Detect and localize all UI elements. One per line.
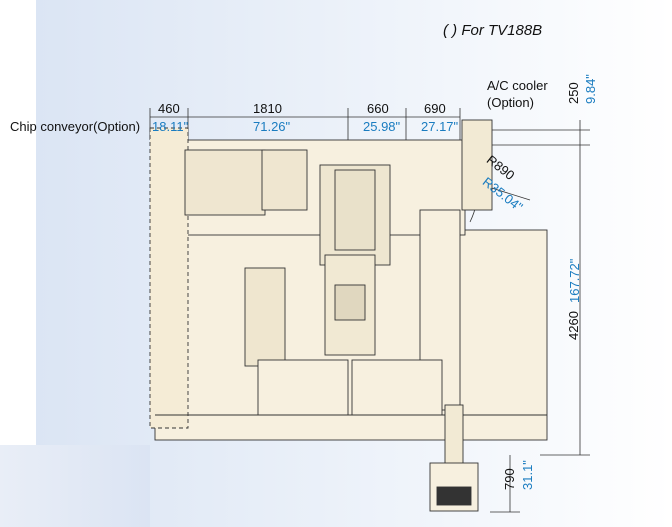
ac-cooler — [461, 119, 493, 211]
model-note: ( ) For TV188B — [443, 22, 543, 39]
dim-w3-mm: 660 — [367, 101, 389, 116]
dim-depth-in: 167.72" — [567, 258, 582, 303]
dim-top-in: 9.84" — [583, 74, 598, 104]
dim-w4-mm: 690 — [424, 101, 446, 116]
dim-w3-in: 25.98" — [363, 119, 401, 134]
ac-cooler-label: A/C cooler — [487, 78, 548, 93]
ac-cooler-option-label: (Option) — [487, 95, 534, 110]
dim-w1-in: 18.11" — [152, 119, 189, 134]
machine-body — [149, 119, 548, 512]
dim-w2-mm: 1810 — [253, 101, 282, 116]
top-dimension-line — [149, 108, 461, 140]
dim-panel-in: 31.1" — [520, 460, 535, 490]
left-housing — [244, 267, 286, 367]
rotary-table — [334, 284, 366, 321]
chip-conveyor — [149, 127, 189, 429]
door-left — [257, 359, 349, 416]
column — [334, 169, 376, 251]
operation-arm — [444, 404, 464, 466]
background-lower-left — [0, 445, 150, 527]
motor — [261, 149, 308, 211]
door-right — [351, 359, 443, 416]
operation-panel-screen — [436, 486, 472, 506]
dim-panel-mm: 790 — [502, 468, 517, 490]
dim-depth-mm: 4260 — [566, 311, 581, 340]
dim-top-mm: 250 — [566, 82, 581, 104]
dim-w2-in: 71.26" — [253, 119, 291, 134]
chip-conveyor-label: Chip conveyor(Option) — [10, 119, 141, 134]
dim-w4-in: 27.17" — [421, 119, 459, 134]
tank — [184, 149, 266, 216]
dim-w1-mm: 460 — [158, 101, 180, 116]
